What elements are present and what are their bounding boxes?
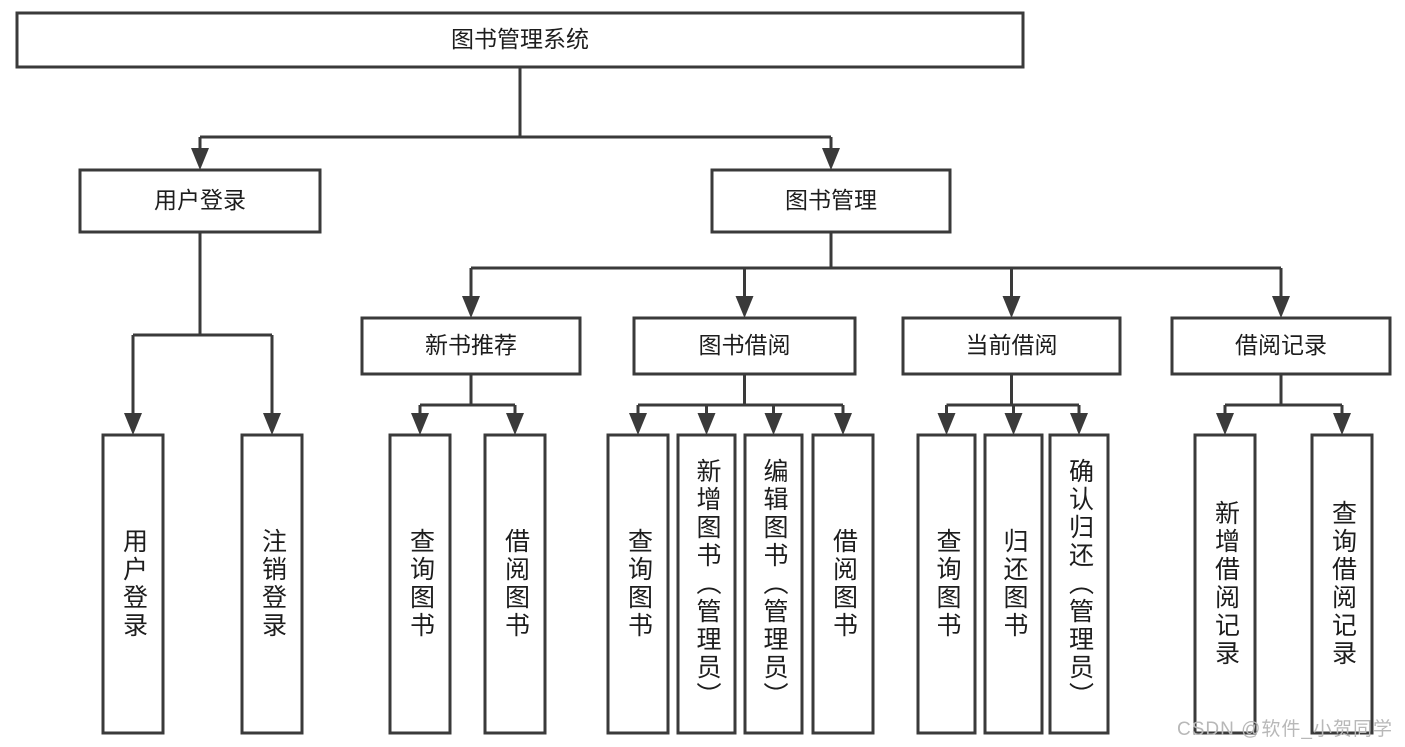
node-box-leaf-borrow-book[interactable]	[811, 433, 875, 735]
arrow-head-icon-leaf-confirm-return-admin	[1070, 413, 1088, 435]
arrow-head-icon-leaf-query-borrow-record	[1333, 413, 1351, 435]
arrow-head-icon-leaf-borrow-book	[834, 413, 852, 435]
node-box-book-borrow[interactable]	[632, 316, 857, 376]
node-box-root[interactable]	[15, 11, 1025, 69]
node-label-root: 图书管理系统	[451, 26, 589, 52]
node-label-new-book-rec: 新书推荐	[425, 332, 517, 358]
node-label-borrow-record: 借阅记录	[1235, 332, 1327, 358]
arrow-head-icon-borrow-record	[1272, 296, 1290, 318]
node-box-book-manage[interactable]	[710, 168, 952, 234]
node-box-borrow-record[interactable]	[1170, 316, 1392, 376]
arrow-head-icon-new-book-rec	[462, 296, 480, 318]
node-box-new-book-rec[interactable]	[360, 316, 582, 376]
node-box-leaf-user-logout[interactable]	[240, 433, 304, 735]
arrow-head-icon-leaf-user-login	[124, 413, 142, 435]
node-box-leaf-query-borrow-record[interactable]	[1310, 433, 1374, 735]
arrow-head-icon-leaf-query-book-current	[937, 413, 956, 435]
node-box-leaf-user-login[interactable]	[101, 433, 165, 735]
arrow-head-icon-book-manage	[822, 148, 840, 170]
connector-layer	[124, 67, 1351, 435]
node-box-leaf-query-book-borrow[interactable]	[606, 433, 670, 735]
node-box-leaf-confirm-return-admin[interactable]	[1048, 433, 1110, 735]
arrow-head-icon-leaf-query-book-borrow	[629, 413, 647, 435]
arrow-head-icon-current-borrow	[1002, 296, 1021, 318]
arrow-head-icon-leaf-user-logout	[263, 413, 281, 435]
node-box-leaf-borrow-book-rec[interactable]	[483, 433, 547, 735]
arrow-head-icon-book-borrow	[735, 296, 754, 318]
csdn-watermark: CSDN @软件_小贺同学	[1177, 719, 1393, 740]
arrow-head-icon-leaf-return-book	[1004, 413, 1023, 435]
node-box-leaf-edit-book-admin[interactable]	[743, 433, 804, 735]
node-box-leaf-query-book-rec[interactable]	[388, 433, 452, 735]
node-box-layer	[15, 11, 1392, 735]
node-box-leaf-add-book-admin[interactable]	[676, 433, 737, 735]
node-label-book-borrow: 图书借阅	[699, 332, 791, 358]
arrow-head-icon-leaf-borrow-book-rec	[506, 413, 524, 435]
node-box-leaf-query-book-current[interactable]	[916, 433, 977, 735]
node-label-current-borrow: 当前借阅	[966, 332, 1058, 358]
node-box-current-borrow[interactable]	[901, 316, 1122, 376]
arrow-head-icon-leaf-edit-book-admin	[764, 413, 783, 435]
node-label-book-manage: 图书管理	[785, 187, 877, 213]
arrow-head-icon-user-login	[191, 148, 209, 170]
node-label-user-login: 用户登录	[154, 187, 246, 213]
arrow-head-icon-leaf-add-borrow-record	[1216, 413, 1234, 435]
arrow-head-icon-leaf-query-book-rec	[411, 413, 429, 435]
node-box-leaf-add-borrow-record[interactable]	[1193, 433, 1257, 735]
arrow-head-icon-leaf-add-book-admin	[697, 413, 716, 435]
node-box-user-login[interactable]	[78, 168, 322, 234]
node-box-leaf-return-book[interactable]	[983, 433, 1044, 735]
